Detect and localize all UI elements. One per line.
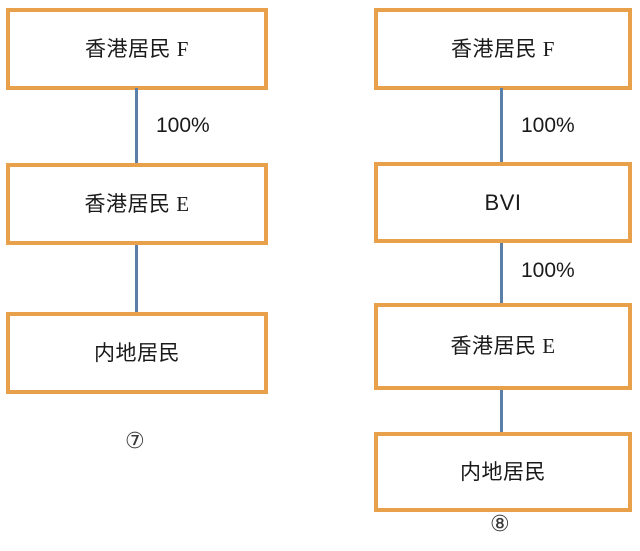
- node-label: 香港居民 F: [85, 36, 189, 61]
- node-mainland-resident[interactable]: 内地居民: [6, 312, 268, 394]
- node-hk-resident-e[interactable]: 香港居民 E: [374, 303, 632, 390]
- node-bvi[interactable]: BVI: [374, 162, 632, 243]
- connector-bvi-to-e: [500, 243, 503, 305]
- edge-label-100-percent: 100%: [521, 114, 575, 137]
- node-label: 香港居民 F: [451, 36, 555, 61]
- connector-f-to-e: [135, 88, 138, 165]
- connector-e-to-mainland: [500, 390, 503, 434]
- node-hk-resident-e[interactable]: 香港居民 E: [6, 163, 268, 245]
- node-label: 内地居民: [460, 459, 546, 484]
- connector-f-to-bvi: [500, 88, 503, 164]
- node-hk-resident-f[interactable]: 香港居民 F: [6, 8, 268, 90]
- node-mainland-resident[interactable]: 内地居民: [374, 432, 632, 512]
- diagram-7: 香港居民 F 100% 香港居民 E 内地居民 ⑦: [6, 8, 268, 454]
- node-label: 香港居民 E: [84, 191, 190, 216]
- diagram-caption-8: ⑧: [490, 512, 510, 537]
- node-label: BVI: [484, 189, 522, 215]
- node-label: 香港居民 E: [450, 334, 556, 358]
- node-hk-resident-f[interactable]: 香港居民 F: [374, 8, 632, 90]
- diagram-8: 香港居民 F 100% BVI 100% 香港居民 E 内地居民 ⑧: [320, 0, 640, 551]
- node-label: 内地居民: [94, 340, 180, 365]
- connector-e-to-mainland: [135, 245, 138, 314]
- edge-label-100-percent: 100%: [156, 114, 210, 137]
- diagram-caption-7: ⑦: [125, 429, 145, 454]
- edge-label-100-percent: 100%: [521, 259, 575, 282]
